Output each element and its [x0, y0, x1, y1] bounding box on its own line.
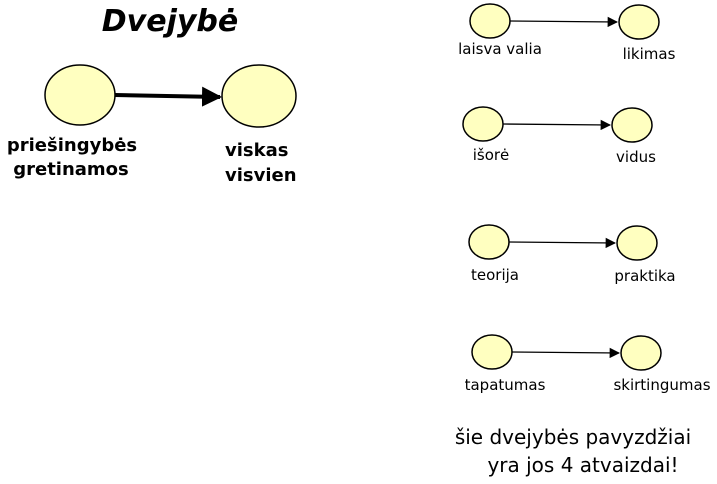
pair-1-source-node — [469, 3, 511, 39]
pair-4-target-label: skirtingumas — [613, 376, 710, 394]
pair-2-target-label: vidus — [616, 148, 656, 166]
pair-2-target-node — [611, 107, 653, 143]
pair-4-source-node — [471, 334, 513, 370]
pair-4-target-node — [620, 335, 662, 371]
caption-line-2: yra jos 4 atvaizdai! — [487, 453, 678, 477]
pair-3-arrow — [508, 237, 617, 249]
caption-line-1: šie dvejybės pavyzdžiai — [455, 425, 691, 449]
pair-3-target-label: praktika — [614, 267, 675, 285]
pair-4: tapatumas skirtingumas — [465, 334, 711, 394]
pair-1: laisva valia likimas — [458, 3, 676, 63]
pair-1-arrow — [509, 16, 619, 28]
pair-3-source-label: teorija — [471, 266, 519, 284]
pair-1-source-label: laisva valia — [458, 40, 542, 58]
pair-1-target-label: likimas — [623, 45, 676, 63]
pair-3-target-node — [616, 225, 658, 261]
main-source-label-line-2: gretinamos — [13, 159, 129, 180]
pair-1-target-node — [618, 4, 660, 40]
main-target-node — [221, 64, 297, 128]
pair-3-source-node — [468, 224, 510, 260]
pair-2: išorė vidus — [462, 106, 656, 166]
pair-2-source-node — [462, 106, 504, 142]
diagram-title: Dvejybė — [102, 4, 238, 39]
main-arrow — [114, 86, 222, 107]
main-target-label-line-2: visvien — [225, 165, 297, 186]
main-pair: priešingybės gretinamos viskas visvien — [7, 64, 297, 186]
main-target-label-line-1: viskas — [225, 140, 288, 161]
pair-2-arrow — [502, 119, 612, 131]
main-source-label-line-1: priešingybės — [7, 135, 137, 156]
pair-4-source-label: tapatumas — [465, 376, 546, 394]
pair-4-arrow — [511, 347, 621, 359]
main-source-node — [44, 64, 116, 126]
pair-2-source-label: išorė — [473, 146, 510, 164]
pair-3: teorija praktika — [468, 224, 676, 285]
